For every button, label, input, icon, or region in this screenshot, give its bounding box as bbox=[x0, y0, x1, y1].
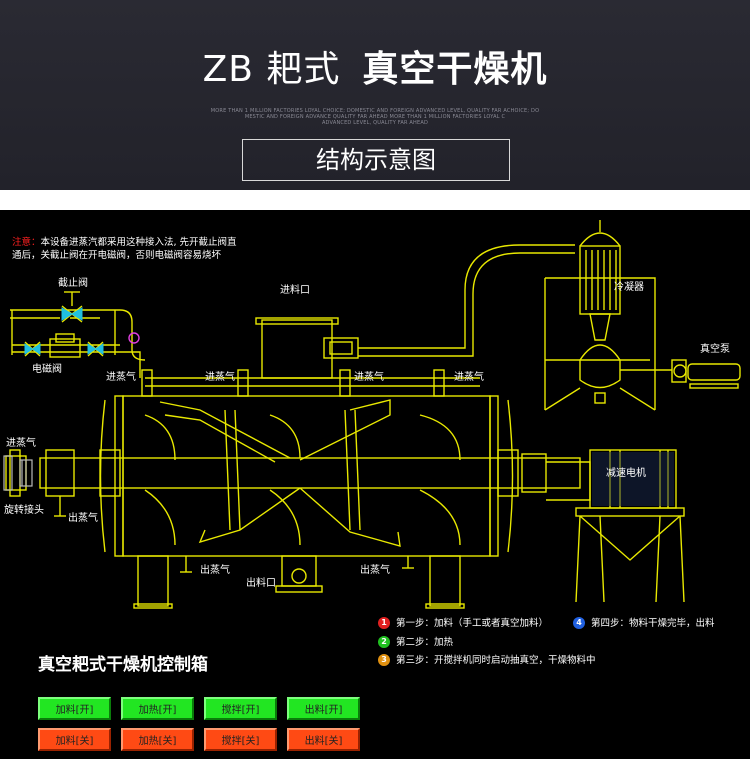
title-light: ZB 耙式 bbox=[202, 49, 341, 90]
vacuum-pipe bbox=[358, 244, 575, 349]
steam-supply-pipe bbox=[10, 309, 146, 361]
heat-off-button[interactable]: 加热[关] bbox=[121, 728, 194, 751]
diagram-drawing bbox=[3, 220, 741, 609]
label-reducer-motor: 减速电机 bbox=[606, 468, 646, 479]
label-feed-inlet: 进料口 bbox=[280, 285, 310, 296]
label-steam-in-2: 进蒸气 bbox=[205, 372, 235, 383]
english-tagline-2: MESTIC AND FOREIGN ADVANCE QUALITY FAR A… bbox=[244, 114, 506, 120]
step-1-number: 1 bbox=[381, 618, 387, 627]
pressure-gauge bbox=[128, 332, 140, 344]
warning-note: 注意：本设备进蒸汽都采用这种接入法, 先开截止阀直 bbox=[12, 236, 237, 249]
note-line-2: 通后，关截止阀在开电磁阀，否则电磁阀容易烧坏 bbox=[12, 250, 222, 261]
label-steam-in-3: 进蒸气 bbox=[354, 372, 384, 383]
step-2-number: 2 bbox=[381, 637, 387, 646]
step-1-marker: 1 bbox=[378, 617, 390, 629]
vacuum-pump bbox=[687, 363, 741, 381]
discharge-on-button[interactable]: 出料[开] bbox=[287, 697, 360, 720]
label-discharge: 出料口 bbox=[246, 578, 276, 589]
label-vacuum-pump: 真空泵 bbox=[700, 344, 730, 355]
page-title: ZB 耙式真空干燥机 bbox=[0, 40, 750, 92]
step-3-marker: 3 bbox=[378, 654, 390, 666]
feed-on-button[interactable]: 加料[开] bbox=[38, 697, 111, 720]
step-3-text: 第三步：开搅拌机同时启动抽真空，干燥物料中 bbox=[396, 655, 596, 666]
title-bold: 真空干燥机 bbox=[362, 49, 548, 90]
feed-inlet-hopper bbox=[261, 319, 333, 379]
step-4-number: 4 bbox=[576, 618, 582, 627]
note-line-1: 本设备进蒸汽都采用这种接入法, 先开截止阀直 bbox=[40, 237, 237, 248]
feed-off-button[interactable]: 加料[关] bbox=[38, 728, 111, 751]
note-prefix: 注意： bbox=[12, 237, 41, 248]
subtitle-box: 结构示意图 bbox=[242, 139, 510, 181]
step-4-marker: 4 bbox=[573, 617, 585, 629]
label-solenoid-valve: 电磁阀 bbox=[32, 364, 62, 375]
header-banner: ZB 耙式真空干燥机 MORE THAN 1 MILLION FACTORIES… bbox=[0, 0, 750, 190]
label-steam-in-1: 进蒸气 bbox=[106, 372, 136, 383]
step-4-text: 第四步：物料干燥完毕，出料 bbox=[591, 618, 715, 629]
english-tagline-1: MORE THAN 1 MILLION FACTORIES LOYAL CHOI… bbox=[210, 108, 540, 114]
heat-on-button[interactable]: 加热[开] bbox=[121, 697, 194, 720]
label-steam-in-left: 进蒸气 bbox=[6, 438, 36, 449]
discharge-off-button[interactable]: 出料[关] bbox=[287, 728, 360, 751]
structure-diagram: 注意：本设备进蒸汽都采用这种接入法, 先开截止阀直 通后，关截止阀在开电磁阀，否… bbox=[0, 210, 750, 759]
step-2-marker: 2 bbox=[378, 636, 390, 648]
stir-off-button[interactable]: 搅拌[关] bbox=[204, 728, 277, 751]
steam-line-lower bbox=[12, 351, 141, 378]
label-condenser: 冷凝器 bbox=[614, 282, 644, 293]
step-3-number: 3 bbox=[381, 655, 387, 664]
white-gap bbox=[0, 190, 750, 210]
step-2-text: 第二步：加热 bbox=[396, 637, 454, 648]
english-tagline-3: ADVANCED LEVEL, QUALITY FAR AHEAD bbox=[321, 120, 429, 126]
label-steam-in-4: 进蒸气 bbox=[454, 372, 484, 383]
receiver-tank bbox=[579, 344, 621, 389]
label-rotary-joint: 旋转接头 bbox=[4, 505, 44, 516]
label-steam-out-1: 出蒸气 bbox=[68, 513, 98, 524]
stir-on-button[interactable]: 搅拌[开] bbox=[204, 697, 277, 720]
label-stop-valve: 截止阀 bbox=[58, 278, 88, 289]
main-shaft bbox=[39, 457, 581, 489]
step-1-text: 第一步：加料（手工或者真空加料） bbox=[396, 618, 549, 629]
label-steam-out-3: 出蒸气 bbox=[360, 565, 390, 576]
label-steam-out-2: 出蒸气 bbox=[200, 565, 230, 576]
control-panel-title: 真空耙式干燥机控制箱 bbox=[38, 655, 208, 675]
